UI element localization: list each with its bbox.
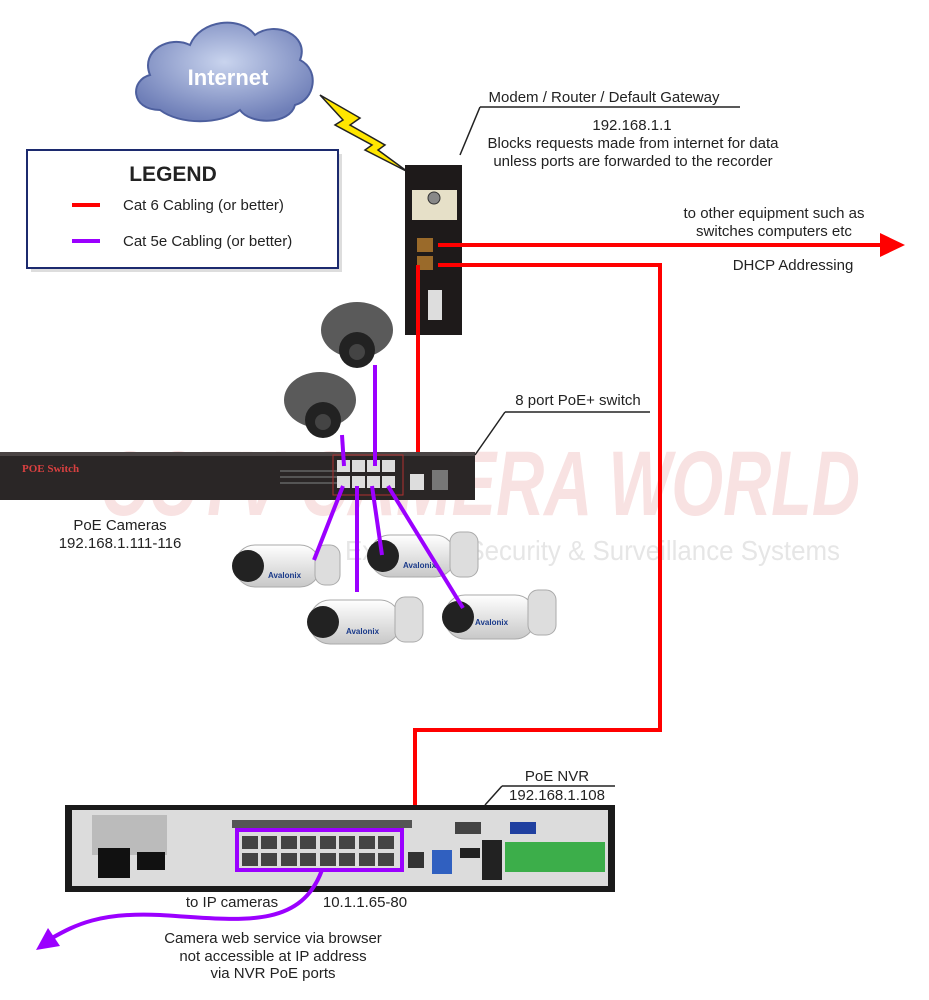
legend-cat5e-label: Cat 5e Cabling (or better): [123, 233, 292, 250]
legend: LEGEND Cat 6 Cabling (or better) Cat 5e …: [26, 149, 342, 272]
note-line2: not accessible at IP address: [179, 948, 366, 965]
note-line1: Camera web service via browser: [164, 930, 382, 947]
router-title: Modem / Router / Default Gateway: [489, 89, 720, 106]
dome-camera-icon: [321, 302, 393, 368]
nvr-lan-port: [408, 852, 424, 868]
other-equipment-line2: switches computers etc: [696, 223, 852, 240]
arrow-left-icon: [36, 928, 60, 950]
cat5e-cables: [312, 365, 465, 610]
bullet-camera-icon: Avalonix: [442, 589, 557, 640]
nvr-poe-ports-highlight: [235, 828, 404, 872]
note-line3: via NVR PoE ports: [210, 965, 335, 982]
router-note-line2: unless ports are forwarded to the record…: [493, 153, 772, 170]
legend-title: LEGEND: [129, 163, 217, 186]
cameras-ip-range: 192.168.1.111-116: [59, 535, 182, 552]
switch-faceplate-label: POE Switch: [22, 463, 79, 475]
arrow-right-icon: [880, 233, 905, 257]
switch-callout: 8 port PoE+ switch: [515, 392, 640, 409]
bullet-camera-icon: Avalonix: [232, 544, 341, 588]
other-equipment-line1: to other equipment such as: [684, 205, 865, 222]
svg-text:Avalonix: Avalonix: [346, 627, 380, 636]
cable-router-to-nvr: [413, 263, 662, 835]
nvr-ports-range: 10.1.1.65-80: [323, 894, 407, 911]
router-device: [405, 165, 462, 335]
nvr-title: PoE NVR: [525, 768, 589, 785]
internet-cloud-icon: Internet: [135, 21, 314, 123]
dome-camera-icon: [284, 372, 356, 438]
bullet-camera-icon: Avalonix: [307, 596, 424, 645]
legend-cat6-label: Cat 6 Cabling (or better): [123, 197, 284, 214]
nvr-ports-label: to IP cameras: [186, 894, 278, 911]
svg-text:Avalonix: Avalonix: [475, 618, 509, 627]
router-ip: 192.168.1.1: [592, 117, 671, 134]
svg-text:Avalonix: Avalonix: [403, 561, 437, 570]
cat6-cables: [413, 233, 905, 835]
poe-switch-device: POE Switch: [0, 452, 475, 500]
router-note-line1: Blocks requests made from internet for d…: [488, 135, 780, 152]
svg-text:Avalonix: Avalonix: [268, 571, 302, 580]
nvr-device: [65, 805, 615, 892]
cat5e-curve-cable: [51, 869, 324, 940]
bullet-camera-icon: Avalonix: [367, 531, 479, 578]
nvr-ip: 192.168.1.108: [509, 787, 605, 804]
dhcp-label: DHCP Addressing: [733, 257, 854, 274]
internet-label: Internet: [188, 65, 269, 90]
cameras-title: PoE Cameras: [73, 517, 166, 534]
